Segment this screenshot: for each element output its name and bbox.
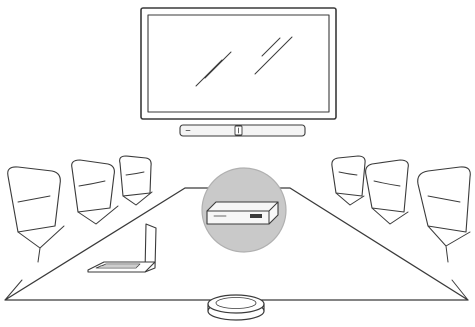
- chair-right-middle: [366, 160, 409, 224]
- chair-left-front: [8, 167, 64, 262]
- chair-left-middle: [72, 160, 118, 224]
- chair-right-back: [332, 156, 365, 205]
- compute-hub-icon: [207, 202, 278, 224]
- television-display-icon: [141, 8, 336, 119]
- speakerphone-puck-icon: [208, 295, 264, 320]
- compute-hub-inset: [202, 168, 286, 252]
- chair-left-back: [120, 156, 152, 205]
- video-soundbar-icon: [180, 125, 305, 136]
- chair-right-front: [418, 167, 471, 262]
